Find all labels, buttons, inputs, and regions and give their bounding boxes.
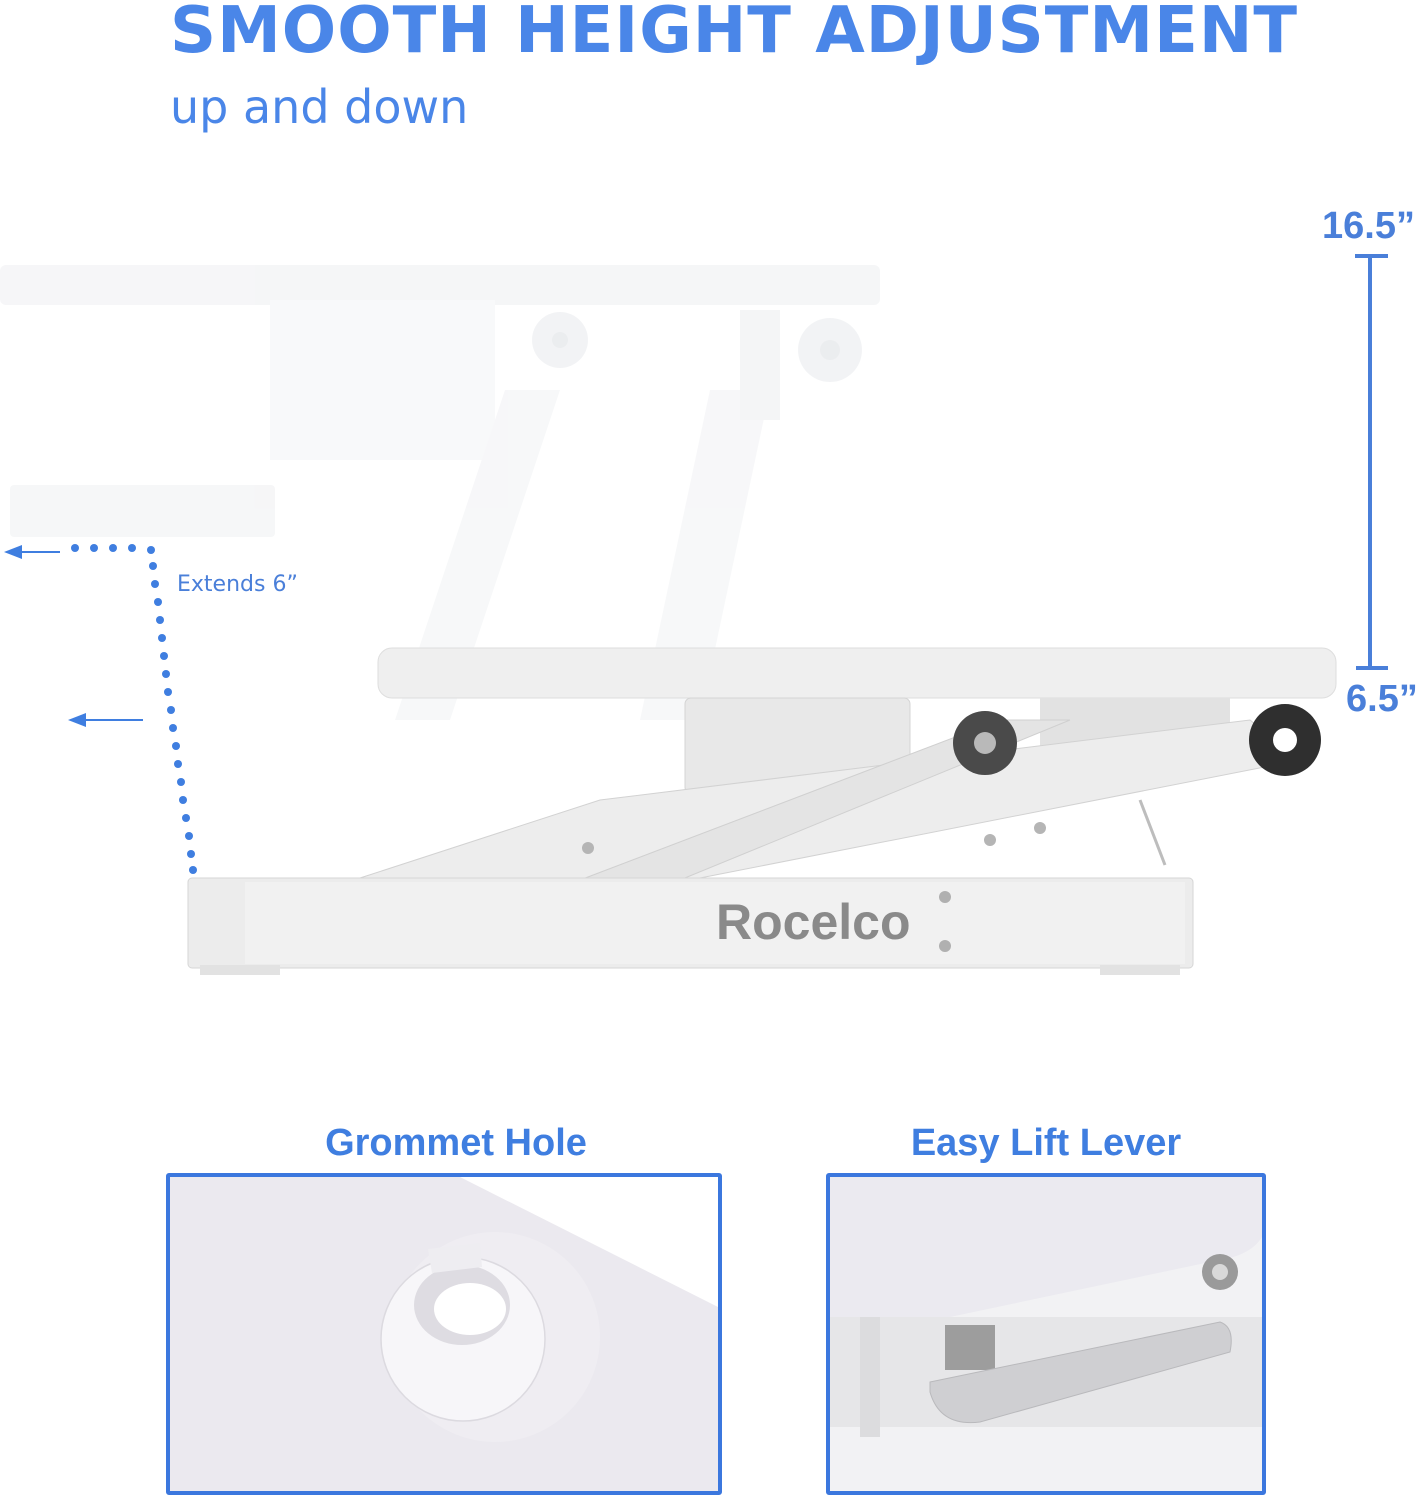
raised-desk-ghost xyxy=(0,265,880,720)
subheadline: up and down xyxy=(170,80,469,134)
min-height-label: 6.5” xyxy=(1346,678,1418,720)
headline: SMOOTH HEIGHT ADJUSTMENT xyxy=(170,0,1299,68)
extends-label: Extends 6” xyxy=(177,572,298,597)
easy-lift-lever-caption: Easy Lift Lever xyxy=(910,1122,1182,1164)
desk-top xyxy=(377,647,1337,699)
grommet-hole-inset xyxy=(166,1173,722,1495)
height-range-bar xyxy=(1355,254,1388,670)
brand-logo: Rocelco xyxy=(716,894,911,950)
easy-lift-lever-image xyxy=(830,1177,1262,1491)
easy-lift-lever-inset xyxy=(826,1173,1266,1495)
standing-desk-illustration xyxy=(0,254,1388,975)
extension-indicator xyxy=(4,544,197,874)
max-height-label: 16.5” xyxy=(1322,205,1415,247)
grommet-hole-image xyxy=(170,1177,718,1491)
grommet-hole-caption: Grommet Hole xyxy=(325,1122,587,1164)
